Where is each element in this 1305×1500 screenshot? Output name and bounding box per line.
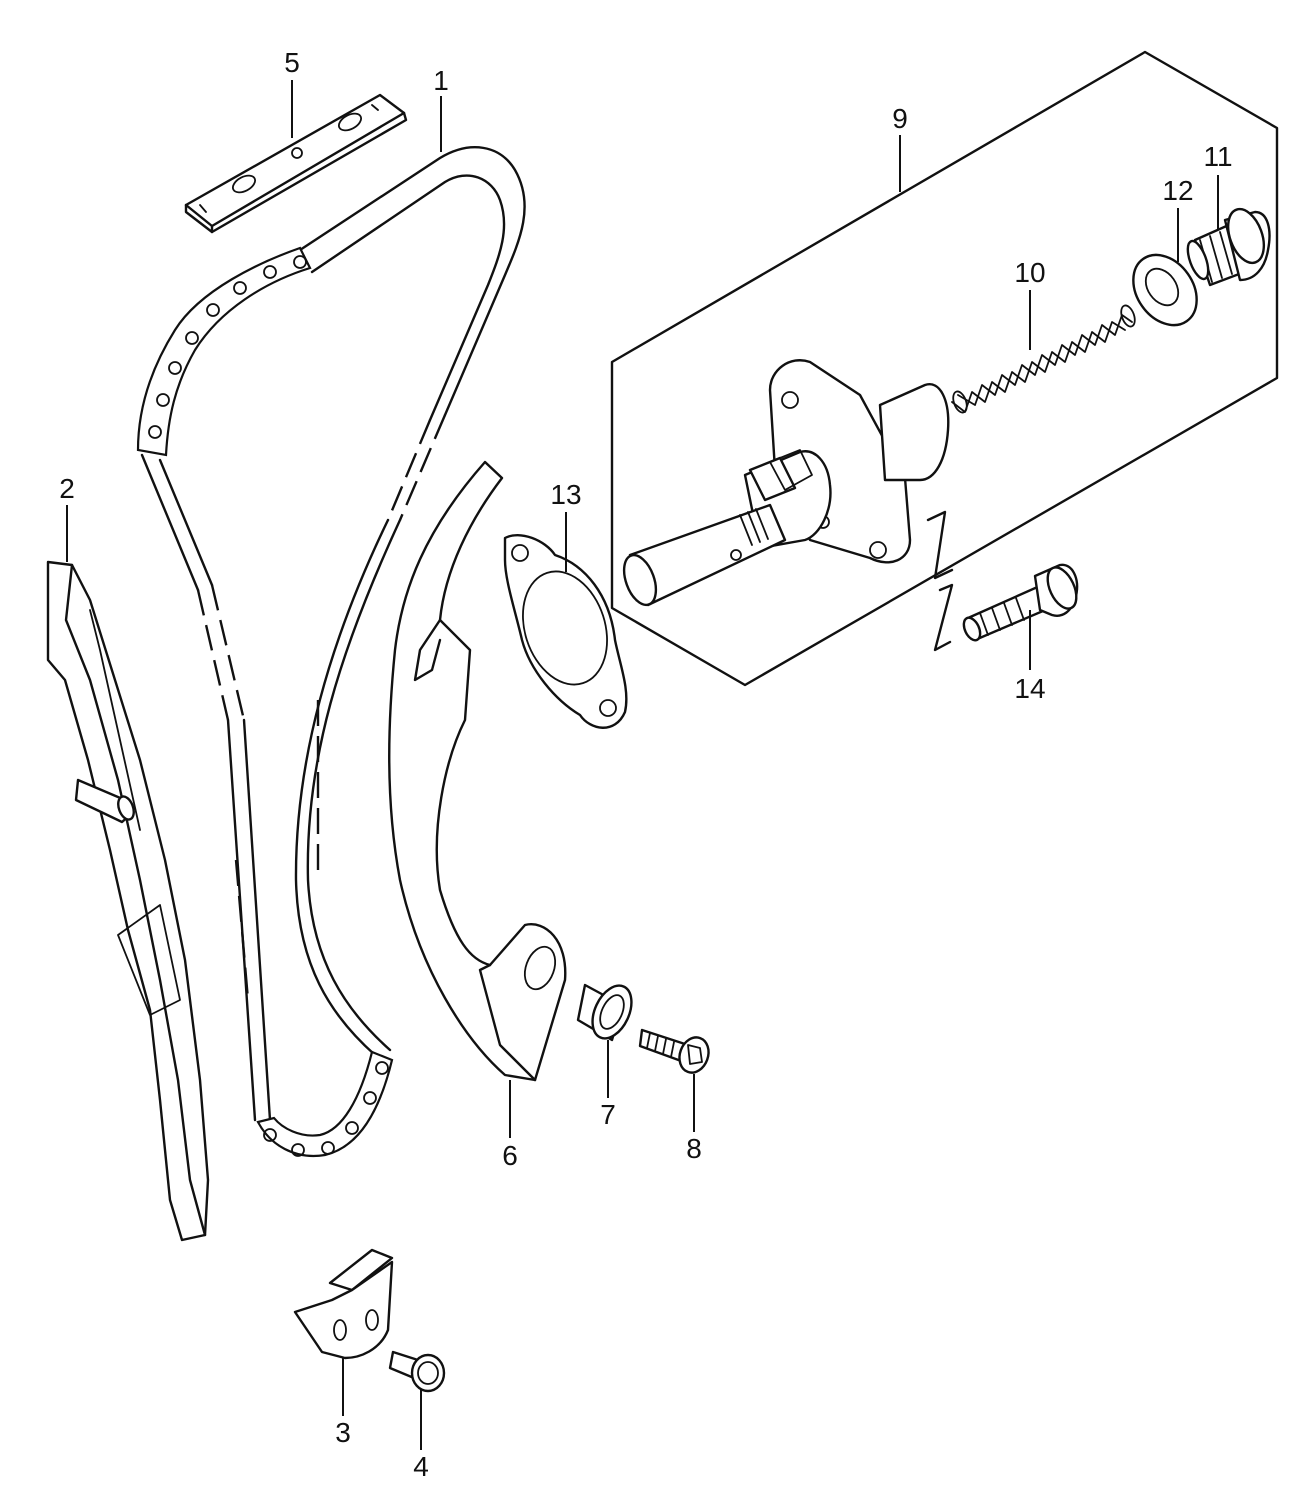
callout-10: 10 bbox=[1014, 257, 1045, 288]
callout-11: 11 bbox=[1203, 141, 1232, 172]
callout-12: 12 bbox=[1162, 175, 1193, 206]
part-4-bolt bbox=[388, 1350, 446, 1393]
callout-5: 5 bbox=[284, 47, 300, 78]
callout-8: 8 bbox=[686, 1133, 702, 1164]
callout-1: 1 bbox=[433, 65, 449, 96]
callout-labels: 1 2 3 4 5 6 7 8 9 10 11 12 13 14 bbox=[59, 47, 1232, 1482]
callout-2: 2 bbox=[59, 473, 75, 504]
chain-links-upper bbox=[136, 246, 312, 457]
part-14-mounting-bolt bbox=[962, 563, 1079, 642]
chain-links-lower bbox=[256, 1050, 394, 1158]
part-2-chain-guide bbox=[46, 560, 210, 1242]
part-11-cap-bolt bbox=[1186, 207, 1271, 287]
callout-7: 7 bbox=[600, 1099, 616, 1130]
part-6-tensioner-guide bbox=[388, 460, 567, 1082]
part-9-tensioner-body bbox=[622, 359, 950, 607]
callout-6: 6 bbox=[502, 1140, 518, 1171]
callout-4: 4 bbox=[413, 1451, 429, 1482]
part-5-guide-plate bbox=[184, 93, 408, 234]
part-7-collar bbox=[576, 983, 633, 1042]
part-10-spring bbox=[951, 304, 1136, 414]
part-1-cam-chain bbox=[136, 146, 526, 1158]
part-8-bolt bbox=[638, 1028, 710, 1074]
part-12-washer bbox=[1132, 253, 1198, 327]
part-9-assembly-outline bbox=[610, 50, 1279, 687]
callout-3: 3 bbox=[335, 1417, 351, 1448]
callout-9: 9 bbox=[892, 103, 908, 134]
leader-lines bbox=[66, 80, 1219, 1450]
part-3-guide-retainer bbox=[293, 1248, 394, 1360]
callout-13: 13 bbox=[550, 479, 581, 510]
callout-14: 14 bbox=[1014, 673, 1045, 704]
part-13-gasket bbox=[503, 533, 628, 729]
break-mark bbox=[926, 510, 954, 652]
